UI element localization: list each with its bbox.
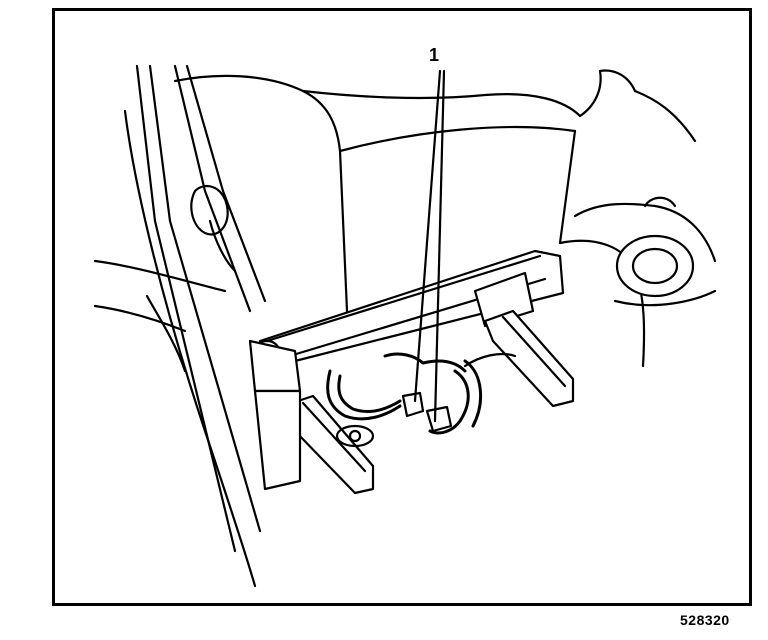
seat-track-illustration [93, 64, 717, 588]
diagram-frame [52, 8, 752, 606]
seat-belt [123, 64, 267, 588]
harness-clips [401, 391, 453, 433]
seat-outline [93, 69, 697, 373]
console [558, 196, 717, 368]
figure-number: 528320 [680, 612, 730, 628]
callout-leaders [413, 69, 446, 423]
wiring-harness [326, 352, 517, 435]
lower-track-rails [253, 309, 575, 495]
callout-label: 1 [429, 45, 440, 65]
